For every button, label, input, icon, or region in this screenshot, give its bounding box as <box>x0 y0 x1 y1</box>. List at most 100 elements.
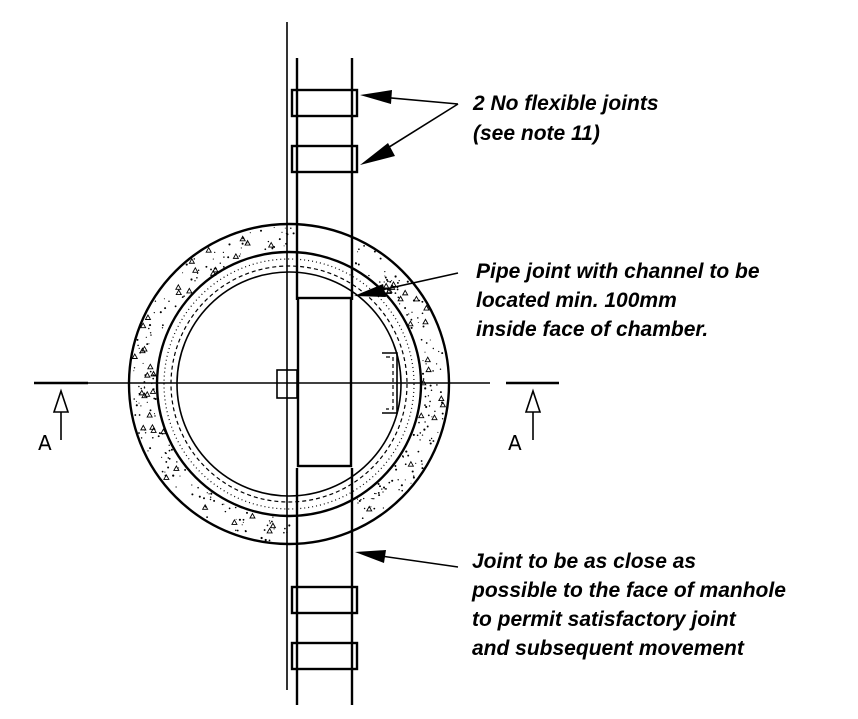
stipple-dot <box>268 539 271 542</box>
stipple-aggregate <box>175 283 182 290</box>
stipple-dot <box>424 395 427 398</box>
stipple-dot <box>134 414 137 416</box>
stipple-dot <box>154 398 157 400</box>
stipple-dot <box>425 363 427 365</box>
stipple-dot <box>381 488 383 490</box>
stipple-dot <box>439 391 442 394</box>
stipple-dot <box>270 520 273 523</box>
stipple-dot <box>183 295 185 297</box>
stipple-dot <box>167 466 170 469</box>
stipple-aggregate <box>140 424 147 431</box>
stipple-dot <box>238 255 241 257</box>
stipple-dot <box>179 475 181 477</box>
stipple-dot <box>382 486 386 489</box>
note-flexible-joints: 2 No flexible joints (see note 11) <box>472 92 664 145</box>
stipple-dot <box>283 245 285 247</box>
note-line: (see note 11) <box>473 122 600 145</box>
stipple-aggregate <box>424 356 432 363</box>
stipple-dot <box>436 384 438 386</box>
stipple-aggregate <box>407 460 415 467</box>
stipple-dot <box>153 311 155 314</box>
stipple-dot <box>370 506 372 508</box>
stipple-dot <box>382 491 384 493</box>
stipple-dot <box>135 400 137 402</box>
stipple-dot <box>422 378 425 380</box>
stipple-dot <box>241 242 244 245</box>
stipple-dot <box>185 263 188 266</box>
stipple-dot <box>159 311 162 314</box>
flexible-joint-bottom-2 <box>290 641 359 671</box>
stipple-aggregate <box>138 389 146 396</box>
stipple-aggregate <box>147 363 154 370</box>
stipple-dot <box>357 263 360 266</box>
stipple-dot <box>438 350 440 353</box>
stipple-aggregate <box>131 353 139 359</box>
stipple-dot <box>269 522 272 524</box>
stipple-dot <box>241 524 243 526</box>
stipple-dot <box>406 280 409 283</box>
stipple-dot <box>204 505 207 508</box>
chamber-inner-wall <box>163 258 415 510</box>
note-line: located min. 100mm <box>476 289 677 312</box>
stipple-dot <box>228 243 231 246</box>
stipple-dot <box>360 499 362 501</box>
stipple-dot <box>431 416 433 418</box>
stipple-dot <box>223 503 225 505</box>
stipple-dot <box>154 415 156 417</box>
stipple-dot <box>410 326 413 329</box>
stipple-dot <box>398 488 400 491</box>
stipple-aggregate <box>209 269 217 276</box>
stipple-dot <box>386 278 388 281</box>
stipple-aggregate <box>205 246 212 253</box>
stipple-dot <box>284 227 286 229</box>
stipple-dot <box>368 274 370 277</box>
stipple-dot <box>394 275 397 278</box>
stipple-dot <box>441 418 444 420</box>
stipple-aggregate <box>267 241 275 248</box>
stipple-dot <box>273 226 275 228</box>
stipple-dot <box>382 507 385 509</box>
stipple-aggregate <box>175 289 183 296</box>
stipple-dot <box>410 318 413 321</box>
stipple-dot <box>407 454 410 457</box>
stipple-dot <box>432 347 434 350</box>
pipe-joint-channel-block <box>296 296 353 468</box>
stipple-dot <box>228 507 231 510</box>
stipple-dot <box>379 485 381 488</box>
stipple-dot <box>425 405 428 409</box>
stipple-dot <box>394 292 397 294</box>
stipple-dot <box>424 404 426 406</box>
stipple-dot <box>421 300 424 303</box>
stipple-dot <box>411 470 414 473</box>
stipple-dot <box>164 307 167 310</box>
stipple-dot <box>375 492 377 495</box>
stipple-dot <box>146 343 149 346</box>
stipple-dot <box>429 400 431 403</box>
stipple-dot <box>168 449 171 452</box>
stipple-dot <box>396 288 399 291</box>
stipple-aggregate <box>439 401 447 408</box>
stipple-dot <box>236 529 239 532</box>
stipple-dot <box>138 432 140 434</box>
stipple-dot <box>363 245 365 247</box>
stipple-dot <box>148 327 150 330</box>
stipple-dot <box>391 479 394 482</box>
stipple-dot <box>138 414 141 416</box>
stipple-aggregate <box>149 387 157 394</box>
section-label-left: A <box>38 431 52 455</box>
stipple-dot <box>172 474 175 477</box>
stipple-dot <box>240 247 242 249</box>
stipple-dot <box>354 262 358 265</box>
stipple-dot <box>264 538 267 542</box>
stipple-dot <box>418 421 420 424</box>
stipple-dot <box>191 484 193 486</box>
stipple-dot <box>149 370 152 373</box>
stipple-dot <box>363 497 365 500</box>
stipple-dot <box>170 448 173 451</box>
stipple-dot <box>434 410 436 413</box>
stipple-dot <box>412 475 415 477</box>
stipple-dot <box>157 435 160 438</box>
stipple-dot <box>283 531 285 534</box>
stipple-dot <box>143 386 145 388</box>
